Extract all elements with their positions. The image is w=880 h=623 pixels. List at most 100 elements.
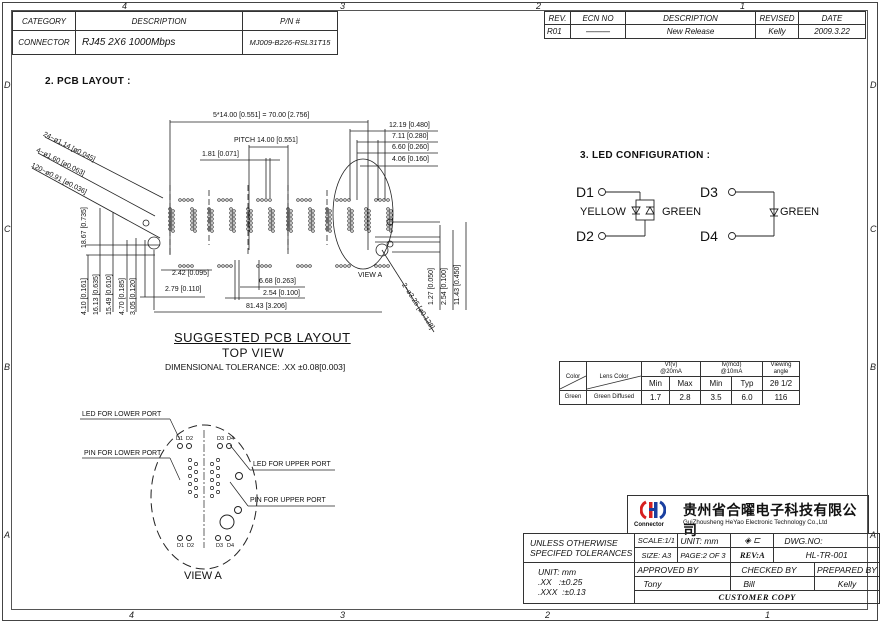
view-a-d1-top: D1 [176, 436, 184, 442]
pcb-hole [171, 217, 175, 221]
pcb-hole [364, 219, 368, 223]
pcb-hole [229, 207, 233, 211]
view-a-callout-label: VIEW A [358, 272, 383, 279]
pcb-hole [325, 211, 329, 215]
pcb-hole [328, 217, 332, 221]
pcb-hole [347, 211, 351, 215]
pcb-hole [339, 198, 343, 202]
description-value: RJ45 2X6 1000Mbps [75, 30, 243, 55]
pcb-hole [350, 221, 354, 225]
view-a-pin [216, 474, 220, 478]
led-table-row: Green Green Diffused 1.7 2.8 3.5 6.0 116 [559, 390, 800, 405]
led-table-sub-iv-typ: Typ [731, 376, 763, 391]
view-a-callout-ellipse [332, 158, 394, 270]
pcb-hole [339, 264, 343, 268]
pcb-hole [386, 198, 390, 202]
pcb-hole [389, 229, 393, 233]
pcb-hole [364, 215, 368, 219]
view-a-pin [216, 458, 220, 462]
pcb-hole [221, 198, 225, 202]
pcb-hole [171, 229, 175, 233]
led-table-color-header: Color [559, 361, 587, 391]
pcb-hole [193, 225, 197, 229]
pcb-hole [210, 209, 214, 213]
pcb-hole [190, 264, 194, 268]
pcb-hole [374, 198, 378, 202]
pcb-hole [325, 219, 329, 223]
checked-by: Bill [730, 576, 815, 591]
dim-1613: 16.13 [0.635] [93, 274, 100, 315]
zone-row-c-left: C [4, 224, 11, 234]
pcb-hole [232, 213, 236, 217]
dwg-label: DWG.NO: [773, 533, 880, 548]
pcb-hole [389, 225, 393, 229]
zone-col-2-top: 2 [536, 1, 542, 11]
pcb-hole [335, 198, 339, 202]
pcb-hole [171, 209, 175, 213]
pcb-hole [268, 264, 272, 268]
pcb-hole [328, 209, 332, 213]
led-pin-d2: D2 [576, 228, 594, 244]
view-a-pin [216, 490, 220, 494]
pcb-hole [193, 209, 197, 213]
led-iv-min: 3.5 [700, 390, 732, 405]
company-logo-icon [640, 499, 666, 521]
view-a-pin [194, 470, 198, 474]
pcb-hole [328, 221, 332, 225]
pcb-hole [367, 229, 371, 233]
pcb-hole [311, 217, 315, 221]
pcb-hole [382, 264, 386, 268]
pcb-hole [246, 215, 250, 219]
pcb-hole [286, 211, 290, 215]
pcb-hole [386, 227, 390, 231]
pcb-hole [308, 264, 312, 268]
pcb-hole [364, 207, 368, 211]
rev-description: New Release [625, 24, 756, 39]
pcb-hole [389, 209, 393, 213]
pcb-hole [386, 211, 390, 215]
dim-1549: 15.49 [0.610] [106, 274, 113, 315]
led-green-label-1: GREEN [662, 206, 702, 218]
led-table-iv-header: Iv(mcd)@10mA [700, 361, 763, 377]
pcb-hole [300, 264, 304, 268]
label-led-upper-port: LED FOR UPPER PORT [253, 461, 331, 468]
pcb-hole [229, 198, 233, 202]
pcb-hole [256, 264, 260, 268]
checked-label: CHECKED BY [730, 562, 815, 577]
pcb-layout-title: 2. PCB LAYOUT : [45, 76, 131, 87]
customer-copy: CUSTOMER COPY [634, 590, 880, 604]
pcb-hole [178, 264, 182, 268]
pcb-hole [232, 221, 236, 225]
revised-by: Kelly [755, 24, 799, 39]
projection-symbol-icon: ◈ ⊏ [730, 533, 775, 548]
pcb-hole [193, 217, 197, 221]
pcb-hole [350, 209, 354, 213]
led-yellow-label: YELLOW [580, 206, 626, 218]
zone-col-2-bottom: 2 [545, 610, 551, 620]
label-pin-lower-port: PIN FOR LOWER PORT [84, 450, 162, 457]
company-block: Connector 贵州省合曜电子科技有限公司 GuiZhousheng HeY… [627, 495, 869, 538]
pcb-hole [364, 211, 368, 215]
pcb-hole [286, 215, 290, 219]
pcb-hole [207, 219, 211, 223]
view-a-pin [194, 494, 198, 498]
pcb-hole [308, 227, 312, 231]
view-a-pin [210, 494, 214, 498]
scale: SCALE:1/1 [634, 533, 679, 548]
dim-127: 1.27 [0.050] [428, 268, 435, 305]
pcb-hole [311, 221, 315, 225]
pcb-hole [367, 217, 371, 221]
pcb-hole [308, 207, 312, 211]
dim-410: 4.10 [0.161] [81, 278, 88, 315]
pcb-hole [182, 264, 186, 268]
pcb-hole [286, 207, 290, 211]
pcb-hole [308, 198, 312, 202]
pcb-hole [325, 215, 329, 219]
pcb-hole [268, 207, 272, 211]
pcb-hole [168, 211, 172, 215]
led-pin-d1: D1 [576, 184, 594, 200]
dim-668: 6.68 [0.263] [259, 278, 296, 285]
pcb-hole [271, 221, 275, 225]
